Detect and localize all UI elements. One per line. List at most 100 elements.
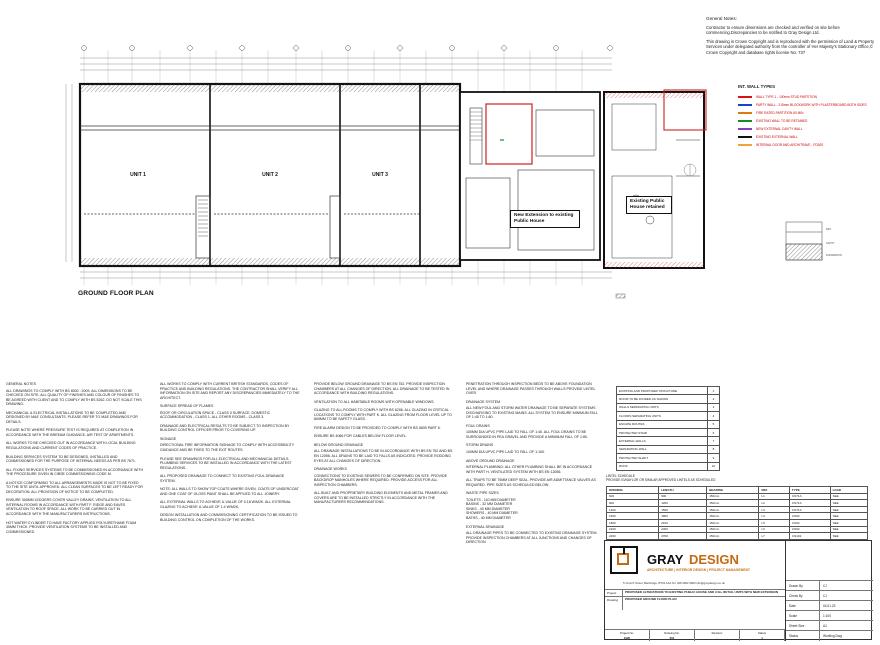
footer-value: 1	[761, 635, 763, 640]
fire-table-cell: FLOORS SEPARATING UNITS	[616, 411, 708, 421]
detail-value: CJ	[823, 583, 827, 588]
footer-value: 201	[669, 635, 675, 640]
fire-table-cell: PROTECTED SHAFT	[616, 453, 708, 463]
lintel-cell: L4	[758, 512, 790, 520]
lintel-cell: L3	[758, 505, 790, 514]
callout-new-extension: New Extension to existing Public House	[510, 210, 580, 228]
wall-type-swatch	[738, 112, 752, 115]
detail-key: Scale	[786, 611, 820, 620]
lintel-header-cell: REF	[758, 486, 790, 494]
wall-type-text: FIRE RATED PARTITION 60 MIN	[756, 111, 804, 115]
lintel-cell: 2400	[605, 532, 660, 540]
detail-value: CJ	[823, 593, 827, 598]
col3-heading: BELOW GROUND DRAINAGE	[314, 442, 364, 447]
address: 5 Church Street, Banbridge, BT32 4AA Tel…	[623, 581, 725, 585]
lintel-header-cell: TYPE	[788, 486, 831, 494]
detail-value: 1:100	[823, 613, 831, 618]
fire-table-cell: 2	[706, 394, 721, 404]
wall-type-text: NEW EXTERNAL CAVITY WALL	[756, 127, 803, 131]
project-info: Project PROPOSED ALTERATIONS TO EXISTING…	[605, 589, 785, 610]
lintel-cell: SEE	[829, 499, 869, 507]
title-block-footer: Project No.0120 Drawing No.201 Revision-…	[605, 629, 785, 641]
col4-para: PENETRATION THROUGH INSPECTION BEDS TO B…	[466, 382, 596, 396]
col1-para: MECHANICAL & ELECTRICAL INSTALLATIONS TO…	[6, 410, 138, 424]
fire-table-cell: 1	[706, 385, 721, 396]
col4-para: 100MM DIA UPVC PIPE LAID TO FALL OF 1:40…	[466, 430, 588, 439]
col2-para: ALL WORKS TO COMPLY WITH CURRENT BRITISH…	[160, 382, 300, 400]
col4-heading: WASTE PIPE SIZES	[466, 491, 499, 496]
project-label: Project	[605, 590, 623, 596]
footer-label: Drawing No.	[664, 631, 680, 635]
detail-value: A1	[823, 623, 827, 628]
lintel-cell: L5	[758, 518, 790, 527]
drawing-value: PROPOSED GROUND FLOOR PLAN	[625, 597, 677, 601]
col1-para: ALL WORKS TO BE CHECKED OUT IN ACCORDANC…	[6, 441, 136, 451]
col1-heading: GENERAL NOTES	[6, 382, 37, 386]
fire-table-cell: WALLS SEPARATING UNITS	[616, 402, 708, 413]
svg-text:CAVITY: CAVITY	[826, 242, 835, 245]
lintel-cell: 150mm	[706, 518, 760, 527]
lintel-header-cell: BEARING	[706, 486, 760, 494]
footer-cell: Revision-	[695, 630, 740, 641]
wall-type-row: WALL TYPE 1 - 100mm STUD PARTITION	[738, 95, 870, 99]
fire-table-cell: 4	[706, 411, 721, 421]
lintel-cell: 150mm	[706, 492, 760, 501]
col4-para: INTERNAL PLUMBING: ALL OTHER PLUMBING SH…	[466, 465, 593, 474]
lintel-cell: SEE	[829, 492, 869, 501]
fire-table-cell: 6	[706, 427, 721, 438]
col4-para: 100MM DIA UPVC PIPE LAID TO FALL OF 1:10…	[466, 450, 545, 455]
wall-type-swatch	[738, 120, 752, 123]
col2-heading: SIGNAGE	[160, 436, 177, 441]
col1-para: ALL DRAWINGS TO COMPLY WITH BS 8300 : 20…	[6, 388, 142, 407]
col4-heading: FOUL DRAINS	[466, 423, 490, 428]
col4-waste: SINKS - 40 MM DIAMETER	[466, 506, 510, 511]
detail-key: Status	[786, 631, 820, 641]
wall-types-heading: INT. WALL TYPES	[738, 84, 775, 89]
lintel-cell: SEE	[829, 505, 869, 514]
lintel-cell: CN71A	[788, 505, 831, 514]
col4-waste: BATHS - 40 MM DIAMETER	[466, 516, 511, 521]
col3-para: VENTILATION TO ALL HABITABLE ROOMS WITH …	[314, 399, 435, 404]
lintel-cell: 150mm	[706, 512, 760, 520]
fire-table-cell: 8	[706, 444, 721, 455]
footer-cell: Drawing No.201	[650, 630, 695, 641]
svg-text:GRAY: GRAY	[647, 552, 684, 567]
wall-type-text: PARTY WALL - 215mm BLOCKWORK WITH PLASTE…	[756, 103, 867, 107]
col3-heading: DRAINAGE WORKS	[314, 467, 347, 472]
col4-waste: TOILETS - 110 MM DIAMETER	[466, 497, 516, 502]
wall-type-text: INTERNAL DOOR AND ARCHITRAVE - FD30S	[756, 143, 824, 147]
lintel-header-cell: LOAD	[829, 486, 869, 494]
col2-para: DRAINAGE AND ELECTRICAL RESULTS TO BE SU…	[160, 423, 290, 433]
col3-para: ALL BUILT AND PROPRIETARY BUILDING ELEME…	[314, 491, 448, 505]
title-block: GRAY DESIGN ARCHITECTURE | INTERIOR DESI…	[604, 540, 873, 641]
col4-heading: STORM DRAINS	[466, 443, 494, 448]
detail-value: 04.01.23	[823, 603, 836, 608]
unit-3-label: UNIT 3	[372, 172, 388, 178]
project-row: Project PROPOSED ALTERATIONS TO EXISTING…	[605, 589, 785, 596]
footer-label: Status	[758, 631, 766, 635]
fire-table-cell: 5	[706, 419, 721, 429]
col3-para: PROVIDE BELOW GROUND DRAINAGE TO BS EN 7…	[314, 382, 450, 396]
wall-type-swatch	[738, 104, 752, 107]
detail-key: Sheet Size	[786, 621, 820, 630]
detail-key: Drawn By	[786, 581, 820, 590]
lintel-heading: LINTEL SCHEDULE	[606, 474, 635, 478]
col2-para: ALL EXTERNAL WALLS TO ACHIEVE U-VALUE OF…	[160, 500, 291, 509]
lintel-cell: 1800	[605, 518, 660, 527]
col1-para: HOT WATER CYLINDER TO HAVE FACTORY APPLI…	[6, 520, 137, 534]
fire-table-cell: 3	[706, 402, 721, 413]
lintel-note: PROVIDE IG/NAYLOR OR SIMILAR APPROVED LI…	[606, 478, 716, 482]
detail-value: Working Dwg	[823, 634, 842, 638]
wall-type-swatch	[738, 96, 752, 99]
lintel-cell: SEE	[829, 512, 869, 520]
